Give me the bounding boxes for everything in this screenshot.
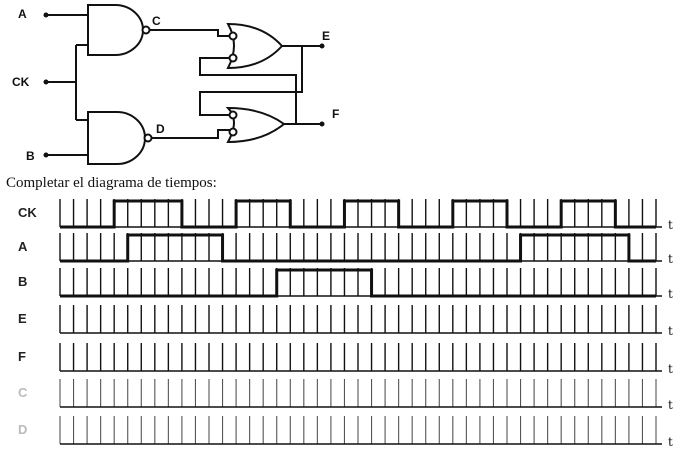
timing-row-f: Ft	[18, 343, 673, 376]
gate-e-bubble	[228, 31, 238, 41]
node-c-label: C	[152, 14, 161, 28]
gate-f-bubble	[228, 110, 238, 120]
signal-label-e: E	[18, 311, 27, 326]
signal-label-ck: CK	[18, 205, 37, 220]
signal-label-a: A	[18, 239, 28, 254]
timing-row-ck: CK t	[18, 199, 673, 232]
wire-ck	[46, 44, 88, 121]
nand-top-bubble	[141, 25, 151, 35]
gate-f-bubble-2	[228, 127, 238, 137]
waveform-ck	[60, 199, 656, 229]
timing-row-b: Bt	[18, 268, 673, 301]
gate-e-bubble-2	[228, 53, 238, 63]
output-e-terminal	[319, 43, 325, 49]
time-label: t	[668, 252, 673, 266]
waveform-b	[60, 268, 656, 298]
timing-row-a: At	[18, 233, 673, 266]
feedback-e-to-bottom	[199, 46, 303, 116]
node-d-label: D	[156, 122, 165, 136]
time-label: t	[668, 324, 673, 338]
time-label: t	[668, 287, 673, 301]
waveform-a	[60, 233, 656, 263]
output-e-label: E	[322, 29, 330, 43]
time-label: t	[668, 362, 673, 376]
output-f-terminal	[319, 121, 325, 127]
nand-gate-bottom	[87, 111, 146, 165]
input-ck-label: CK	[12, 75, 30, 89]
input-a-label: A	[18, 7, 27, 21]
nor-gate-bottom	[225, 106, 286, 144]
nand-bottom-bubble	[143, 133, 153, 143]
timing-row-d: Dt	[18, 416, 673, 449]
nor-gate-top	[226, 22, 284, 70]
instruction-text: Completar el diagrama de tiempos:	[6, 175, 217, 191]
signal-label-c: C	[18, 385, 28, 400]
timing-row-e: Et	[18, 305, 673, 338]
wire-c	[150, 29, 232, 37]
timing-row-c: Ct	[18, 379, 673, 412]
wire-d	[152, 129, 232, 139]
signal-label-f: F	[18, 349, 26, 364]
time-label: t	[668, 398, 673, 412]
output-f-label: F	[332, 107, 339, 121]
nand-gate-top	[87, 4, 144, 56]
signal-label-d: D	[18, 422, 27, 437]
feedback-f-to-top	[199, 57, 297, 124]
time-label: t	[668, 218, 673, 232]
signal-label-b: B	[18, 274, 27, 289]
input-b-label: B	[26, 149, 35, 163]
time-label: t	[668, 435, 673, 449]
circuit: A CK B C D E F	[12, 4, 339, 165]
